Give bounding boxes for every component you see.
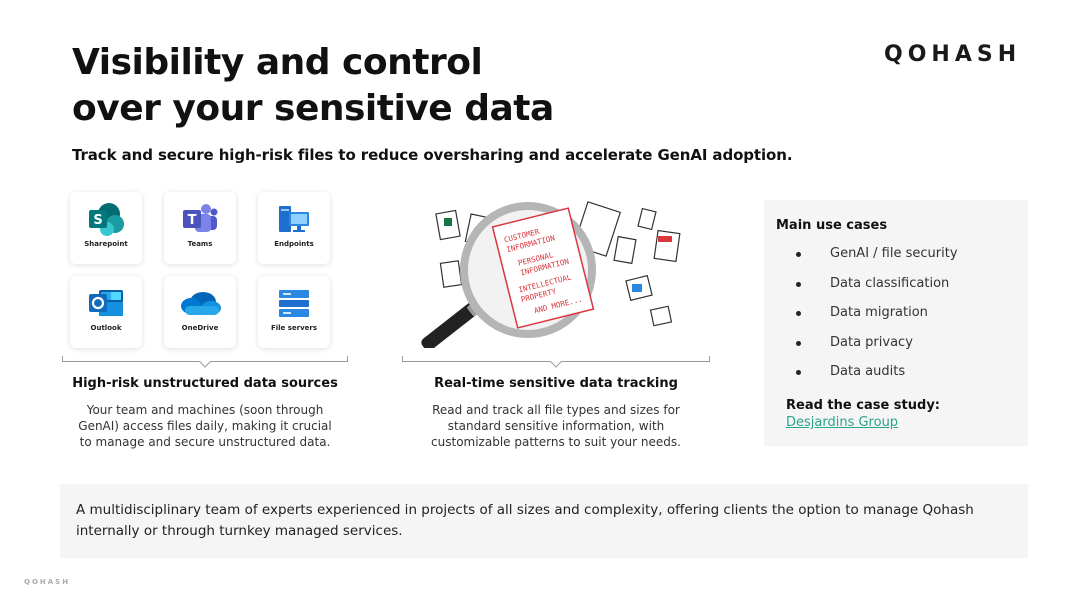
case-study-link[interactable]: Desjardins Group — [786, 415, 899, 430]
use-cases-title: Main use cases — [776, 218, 888, 233]
use-case-item: Data privacy — [796, 335, 958, 365]
case-study-label: Read the case study: — [786, 398, 940, 413]
use-case-item: GenAI / file security — [796, 246, 958, 276]
tile-outlook: Outlook — [70, 276, 142, 348]
magnifier-illustration: CUSTOMER INFORMATION PERSONAL INFORMATIO… — [421, 201, 681, 348]
sources-line-2: GenAI) access files daily, making it cru… — [78, 419, 332, 433]
excel-mark — [444, 218, 452, 226]
tile-label: Sharepoint — [84, 240, 128, 248]
footer-logo: QOHASH — [24, 578, 71, 586]
outlook-icon — [89, 290, 123, 316]
tile-sharepoint: S Sharepoint — [70, 192, 142, 264]
file-servers-icon — [279, 290, 309, 317]
page-title: Visibility and control over your sensiti… — [72, 40, 554, 132]
sources-heading: High-risk unstructured data sources — [72, 376, 338, 391]
svg-text:S: S — [93, 213, 102, 228]
tracking-line-2: standard sensitive information, with — [447, 419, 665, 433]
teams-icon: T — [183, 204, 218, 232]
tile-label: File servers — [270, 324, 318, 332]
sources-description: Your team and machines (soon through Gen… — [56, 402, 354, 450]
use-case-item: Data classification — [796, 276, 958, 306]
sources-line-3: to manage and secure unstructured data. — [79, 435, 331, 449]
use-cases-list: GenAI / file security Data classificatio… — [796, 246, 958, 394]
bottom-text: A multidisciplinary team of experts expe… — [76, 502, 974, 539]
pdf-mark — [658, 236, 672, 242]
page-subtitle: Track and secure high-risk files to redu… — [72, 146, 793, 164]
magnifier-handle — [421, 299, 483, 348]
tracking-heading: Real-time sensitive data tracking — [434, 376, 678, 391]
use-cases-panel: Main use cases GenAI / file security Dat… — [764, 200, 1028, 446]
tile-label: Teams — [187, 240, 213, 248]
bottom-banner: A multidisciplinary team of experts expe… — [60, 484, 1028, 558]
qohash-logo: QOHASH — [884, 42, 1022, 67]
tile-label: Endpoints — [274, 240, 314, 248]
tracking-bracket — [402, 356, 710, 368]
tile-endpoints: Endpoints — [258, 192, 330, 264]
title-line-1: Visibility and control — [72, 42, 483, 83]
use-case-item: Data migration — [796, 305, 958, 335]
tracking-line-1: Read and track all file types and sizes … — [432, 403, 680, 417]
title-line-2: over your sensitive data — [72, 88, 554, 129]
tracking-description: Read and track all file types and sizes … — [396, 402, 716, 450]
endpoints-icon — [279, 206, 309, 232]
sources-line-1: Your team and machines (soon through — [86, 403, 324, 417]
sources-bracket — [62, 356, 348, 368]
svg-text:T: T — [188, 213, 197, 228]
tile-label: Outlook — [90, 324, 122, 332]
use-case-item: Data audits — [796, 364, 958, 394]
onedrive-icon — [181, 292, 221, 315]
sharepoint-icon: S — [89, 203, 124, 236]
tile-onedrive: OneDrive — [164, 276, 236, 348]
doc-mark — [632, 284, 642, 292]
tracking-line-3: customizable patterns to suit your needs… — [431, 435, 681, 449]
tile-file-servers: File servers — [258, 276, 330, 348]
tile-label: OneDrive — [181, 324, 219, 332]
tile-teams: T Teams — [164, 192, 236, 264]
